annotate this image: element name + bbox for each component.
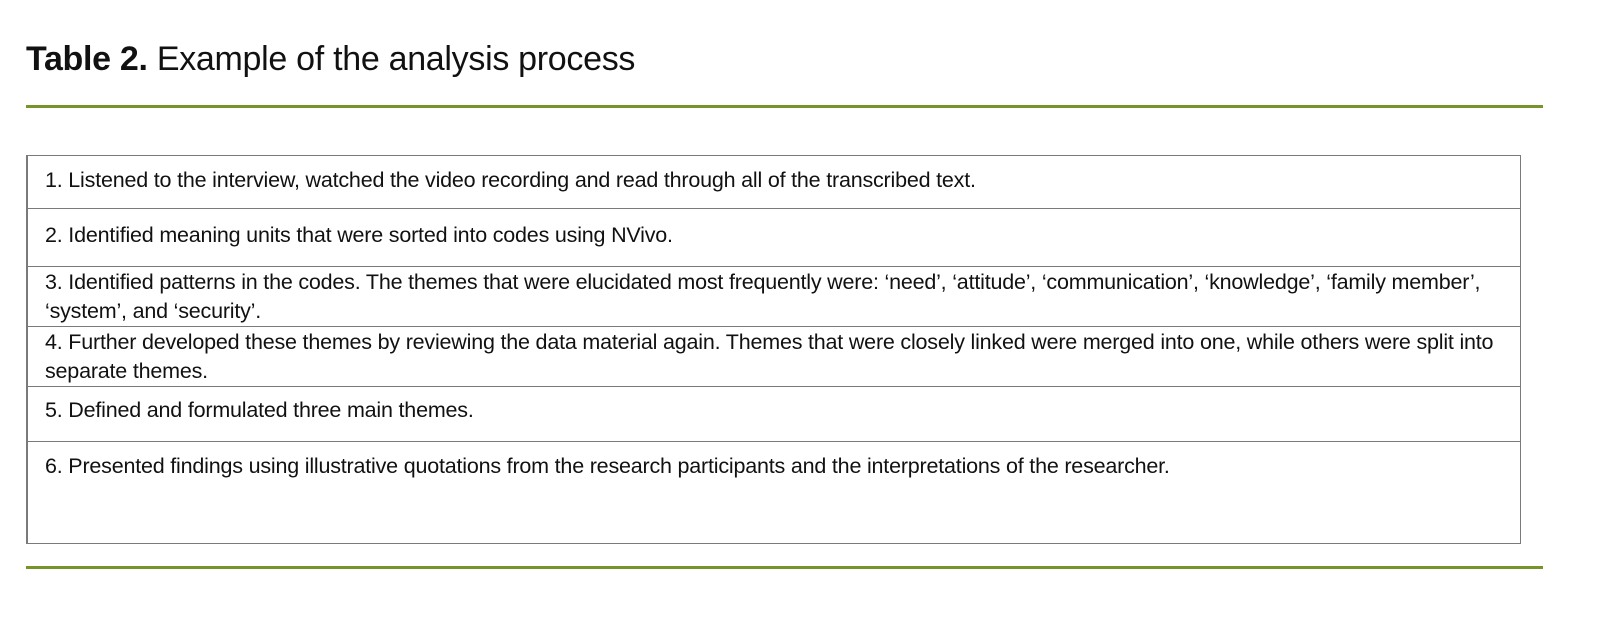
table-row: 3. Identified patterns in the codes. The…	[26, 266, 1521, 327]
top-rule	[26, 105, 1543, 108]
table-row: 6. Presented findings using illustrative…	[26, 441, 1521, 544]
table-cell: 2. Identified meaning units that were so…	[26, 208, 1521, 267]
table-row: 2. Identified meaning units that were so…	[26, 208, 1521, 267]
table-cell: 3. Identified patterns in the codes. The…	[26, 266, 1521, 327]
table-title: Table 2. Example of the analysis process	[26, 40, 635, 79]
table-caption: Example of the analysis process	[156, 40, 636, 78]
table-label: Table 2.	[26, 40, 148, 78]
table-row: 1. Listened to the interview, watched th…	[26, 155, 1521, 209]
table-row: 5. Defined and formulated three main the…	[26, 386, 1521, 442]
table-cell: 4. Further developed these themes by rev…	[26, 326, 1521, 387]
analysis-process-table: 1. Listened to the interview, watched th…	[26, 155, 1521, 544]
table-cell: 6. Presented findings using illustrative…	[26, 441, 1521, 544]
bottom-rule	[26, 566, 1543, 569]
table-row: 4. Further developed these themes by rev…	[26, 326, 1521, 387]
table-cell: 5. Defined and formulated three main the…	[26, 386, 1521, 442]
table-cell: 1. Listened to the interview, watched th…	[26, 155, 1521, 209]
